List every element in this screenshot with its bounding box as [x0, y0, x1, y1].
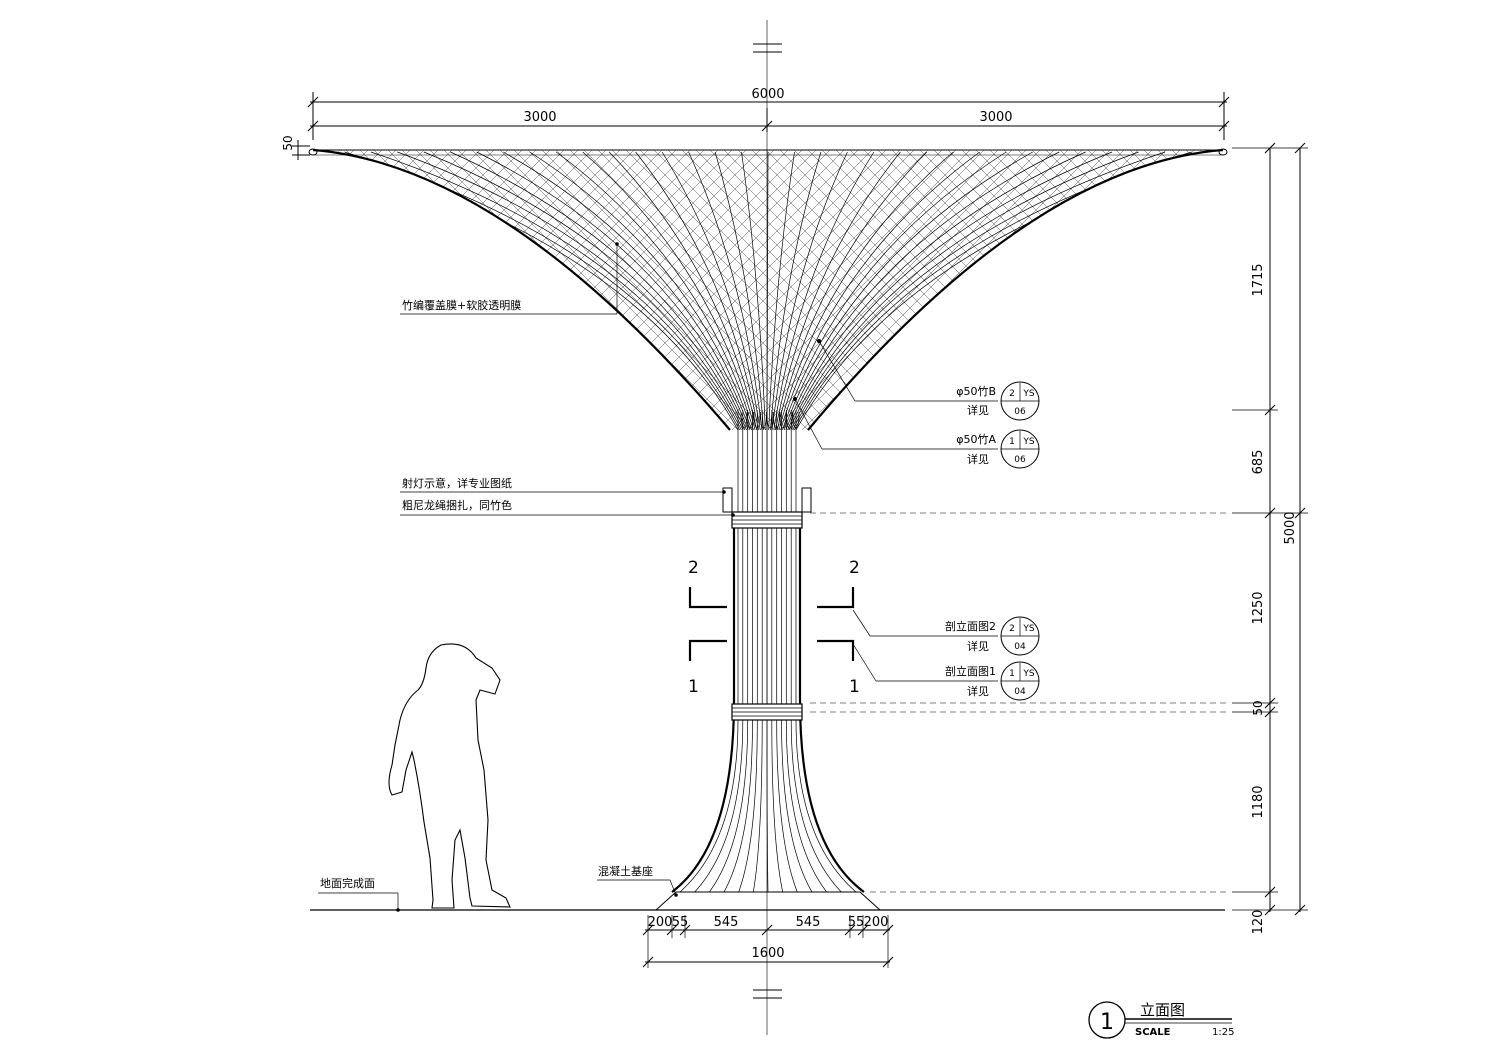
ref-bubble-bamboo-b: 2 YS 06: [1000, 381, 1040, 421]
title-block: 1 立面图 SCALE 1:25: [1088, 1001, 1234, 1039]
svg-text:1: 1: [1009, 437, 1015, 447]
ref-bamboo-a-see: 详见: [967, 452, 989, 466]
right-dimensions: 1715 685 1250 50 1180 120 5000: [810, 142, 1308, 935]
svg-text:YS: YS: [1022, 624, 1034, 634]
ref-bamboo-b-title: φ50竹B: [956, 384, 996, 398]
title-text: 立面图: [1140, 1001, 1185, 1019]
dim-top-left: 3000: [523, 110, 556, 125]
section-marks: 2 2 1 1: [688, 558, 860, 697]
title-number: 1: [1100, 1010, 1114, 1035]
svg-text:2: 2: [1009, 389, 1015, 399]
ref-section-2-title: 剖立面图2: [945, 619, 996, 633]
dim-1250: 1250: [1251, 591, 1266, 624]
dim-55-left: 55: [672, 915, 689, 930]
dim-200-right: 200: [864, 915, 889, 930]
person-silhouette: [388, 643, 511, 909]
svg-text:04: 04: [1014, 642, 1026, 652]
reference-bamboo-a: φ50竹A 详见 1 YS 06: [793, 397, 1040, 469]
callout-base: 混凝土基座: [597, 864, 678, 897]
dim-50: 50: [1251, 700, 1265, 715]
ref-bubble-section-2: 2 YS 04: [1000, 616, 1040, 656]
spotlight-right: [801, 487, 812, 513]
dim-1180: 1180: [1251, 785, 1266, 818]
dim-5000: 5000: [1283, 511, 1298, 544]
dim-1715: 1715: [1251, 263, 1266, 296]
section-mark-2-left: 2: [688, 558, 699, 578]
dim-top-total: 6000: [751, 87, 784, 102]
ref-bubble-bamboo-a: 1 YS 06: [1000, 429, 1040, 469]
dim-545-left: 545: [714, 915, 739, 930]
dim-545-right: 545: [796, 915, 821, 930]
reference-section-1: 剖立面图1 详见 1 YS 04: [852, 643, 1040, 701]
callout-rope: 粗尼龙绳捆扎，同竹色: [400, 498, 735, 517]
spotlight-left: [722, 487, 733, 513]
bottom-dimensions: 200 55 545 545 55 200 1600: [642, 915, 894, 968]
dim-top-right: 3000: [979, 110, 1012, 125]
svg-text:1: 1: [1009, 669, 1015, 679]
svg-text:04: 04: [1014, 687, 1026, 697]
dim-200-left: 200: [648, 915, 673, 930]
dim-1600: 1600: [751, 946, 784, 961]
dim-rim: 50: [281, 135, 295, 150]
ref-bamboo-a-title: φ50竹A: [956, 432, 996, 446]
section-mark-1-right: 1: [849, 677, 860, 697]
svg-text:YS: YS: [1022, 437, 1034, 447]
dim-55-right: 55: [848, 915, 865, 930]
dim-120: 120: [1251, 910, 1266, 935]
svg-text:06: 06: [1014, 455, 1026, 465]
svg-text:YS: YS: [1022, 389, 1034, 399]
ref-section-1-title: 剖立面图1: [945, 664, 996, 678]
callout-base-text: 混凝土基座: [598, 864, 653, 878]
callout-ground: 地面完成面: [318, 876, 400, 912]
callout-ground-text: 地面完成面: [320, 876, 375, 890]
concrete-base: [655, 891, 881, 911]
callout-spotlight: 射灯示意，详专业图纸: [400, 476, 726, 494]
ref-bubble-section-1: 1 YS 04: [1000, 661, 1040, 701]
callout-rope-text: 粗尼龙绳捆扎，同竹色: [402, 498, 512, 512]
section-mark-1-left: 1: [688, 677, 699, 697]
svg-text:06: 06: [1014, 407, 1026, 417]
ref-section-2-see: 详见: [967, 639, 989, 653]
svg-text:2: 2: [1009, 624, 1015, 634]
trunk: [655, 410, 881, 911]
top-dimensions: 6000 3000 3000 50: [281, 87, 1230, 160]
reference-section-2: 剖立面图2 详见 2 YS 04: [852, 609, 1040, 656]
callout-membrane-text: 竹编覆盖膜+软胶透明膜: [402, 298, 521, 312]
title-scale-label: SCALE: [1135, 1027, 1171, 1038]
callout-membrane: 竹编覆盖膜+软胶透明膜: [400, 242, 619, 315]
ref-bamboo-b-see: 详见: [967, 403, 989, 417]
svg-text:YS: YS: [1022, 669, 1034, 679]
canopy: [308, 148, 1228, 431]
title-scale-value: 1:25: [1212, 1027, 1234, 1038]
dim-685: 685: [1251, 450, 1266, 475]
callout-spotlight-text: 射灯示意，详专业图纸: [402, 476, 512, 490]
ref-section-1-see: 详见: [967, 684, 989, 698]
section-mark-2-right: 2: [849, 558, 860, 578]
reference-bamboo-b: φ50竹B 详见 2 YS 06: [817, 339, 1040, 421]
